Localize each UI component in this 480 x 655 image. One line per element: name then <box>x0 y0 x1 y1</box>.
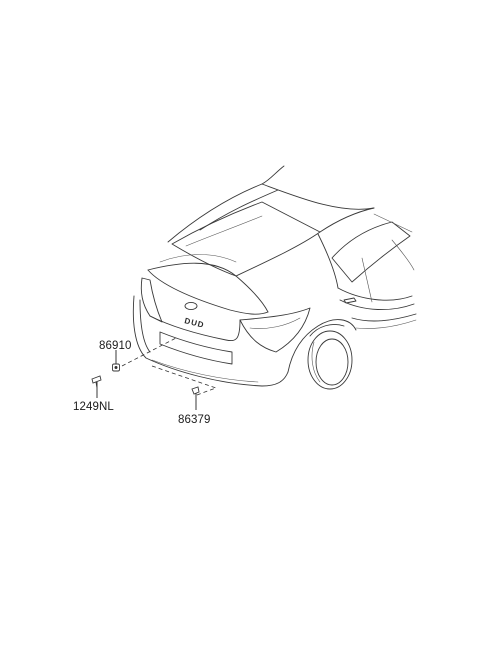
assembly-guide-lines <box>121 337 218 397</box>
vehicle-rear-illustration: DUD <box>132 165 417 390</box>
trunk-badge-text: DUD <box>184 316 206 330</box>
part-1249NL-screw <box>91 375 102 398</box>
part-86910-fastener <box>112 350 120 372</box>
part-label-86910: 86910 <box>99 340 131 352</box>
part-label-1249NL: 1249NL <box>73 401 114 413</box>
part-label-86379: 86379 <box>178 414 210 426</box>
part-86379-pin <box>191 386 200 410</box>
